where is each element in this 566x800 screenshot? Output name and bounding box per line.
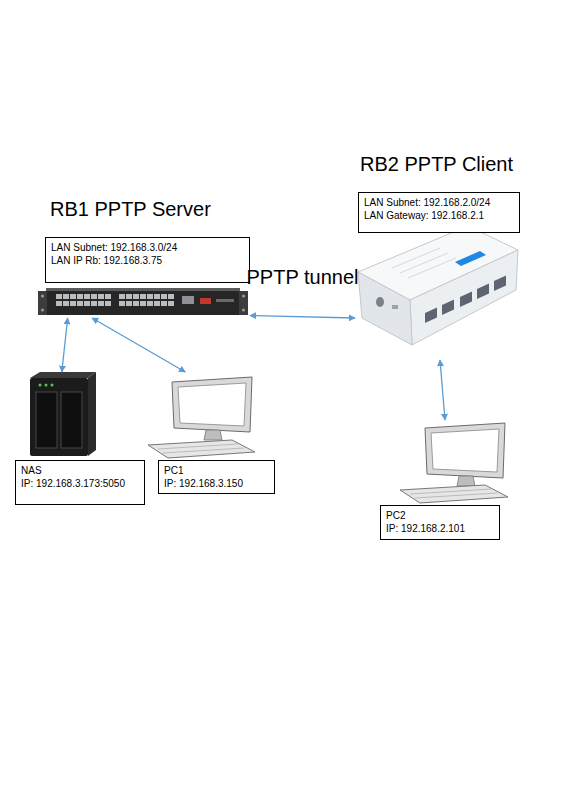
info-box: LAN Subnet: 192.168.2.0/24LAN Gateway: 1…	[358, 192, 520, 233]
rack-router	[200, 298, 211, 304]
pc-computer	[204, 430, 222, 440]
nas-device	[36, 392, 57, 448]
pc-computer	[415, 493, 497, 498]
pc-computer	[431, 429, 499, 472]
link-arrow	[92, 318, 185, 372]
hap-router	[358, 272, 412, 345]
device-node: NASIP: 192.168.3.173:5050	[15, 372, 145, 505]
info-text: LAN Gateway: 192.168.2.1	[364, 209, 514, 222]
device-node: PC2IP: 192.168.2.101	[380, 420, 510, 540]
link-arrow	[62, 318, 68, 372]
pc-computer	[410, 489, 491, 494]
hap-router	[392, 248, 440, 268]
nas-device	[39, 384, 42, 387]
rack-router	[216, 299, 234, 302]
nas-device	[88, 372, 96, 456]
rack-router	[38, 291, 248, 315]
pc-computer	[400, 485, 508, 503]
nas-device	[61, 392, 82, 448]
nas-device	[51, 384, 54, 387]
pc-computer	[178, 383, 246, 426]
rack-router	[38, 291, 47, 315]
hap-router	[400, 253, 448, 273]
info-text: PC2	[386, 509, 494, 522]
rack-router	[239, 291, 248, 315]
pc-computer	[425, 423, 505, 478]
nas-device	[30, 372, 96, 456]
pc-computer	[172, 377, 252, 432]
info-text: LAN Subnet: 192.168.2.0/24	[364, 196, 514, 209]
pc-computer	[163, 448, 244, 453]
link-arrow	[250, 316, 355, 318]
device-node: RB2 PPTP ClientLAN Subnet: 192.168.2.0/2…	[355, 150, 525, 360]
nas-device	[30, 372, 96, 378]
info-text: NAS	[21, 464, 139, 477]
hap-router	[410, 250, 518, 345]
pc-computer	[148, 377, 255, 458]
hap-router	[358, 226, 518, 345]
rack-router	[242, 308, 245, 311]
info-text: IP: 192.168.3.150	[164, 477, 269, 490]
rack-router	[38, 288, 248, 315]
info-text: IP: 192.168.2.101	[386, 522, 494, 535]
hap-router	[455, 251, 486, 266]
info-box: PC1IP: 192.168.3.150	[158, 460, 275, 494]
pc-computer	[400, 423, 508, 503]
rack-router	[41, 308, 44, 311]
rack-router	[119, 294, 175, 308]
tunnel-label: PPTP tunnel	[247, 265, 359, 289]
hap-router	[477, 284, 489, 300]
hap-router	[376, 297, 384, 307]
device-heading: RB1 PPTP Server	[50, 197, 211, 221]
info-text: LAN IP Rb: 192.168.3.75	[51, 254, 244, 267]
rack-router	[56, 294, 112, 308]
info-box: NASIP: 192.168.3.173:5050	[15, 460, 145, 505]
info-text: LAN Subnet: 192.168.3.0/24	[51, 241, 244, 254]
pc-computer	[148, 440, 255, 458]
device-heading: RB2 PPTP Client	[360, 152, 513, 176]
pc-computer	[158, 444, 238, 449]
rack-router	[41, 294, 44, 297]
device-node: PC1IP: 192.168.3.150	[145, 372, 275, 490]
info-text: IP: 192.168.3.173:5050	[21, 477, 139, 490]
link-arrow	[440, 360, 445, 420]
nas-device	[30, 378, 88, 456]
hap-router	[392, 305, 398, 309]
hap-router	[442, 300, 454, 316]
info-box: PC2IP: 192.168.2.101	[380, 505, 500, 540]
device-node: RB1 PPTP ServerLAN Subnet: 192.168.3.0/2…	[38, 195, 250, 318]
nas-device	[45, 384, 48, 387]
pc-computer	[457, 476, 475, 486]
hap-router	[494, 276, 506, 292]
hap-router	[425, 308, 437, 324]
rack-router	[182, 296, 194, 304]
rack-router	[242, 294, 245, 297]
info-text: PC1	[164, 464, 269, 477]
info-box: LAN Subnet: 192.168.3.0/24LAN IP Rb: 192…	[45, 237, 250, 283]
hap-router	[408, 258, 456, 278]
hap-router	[460, 292, 472, 308]
